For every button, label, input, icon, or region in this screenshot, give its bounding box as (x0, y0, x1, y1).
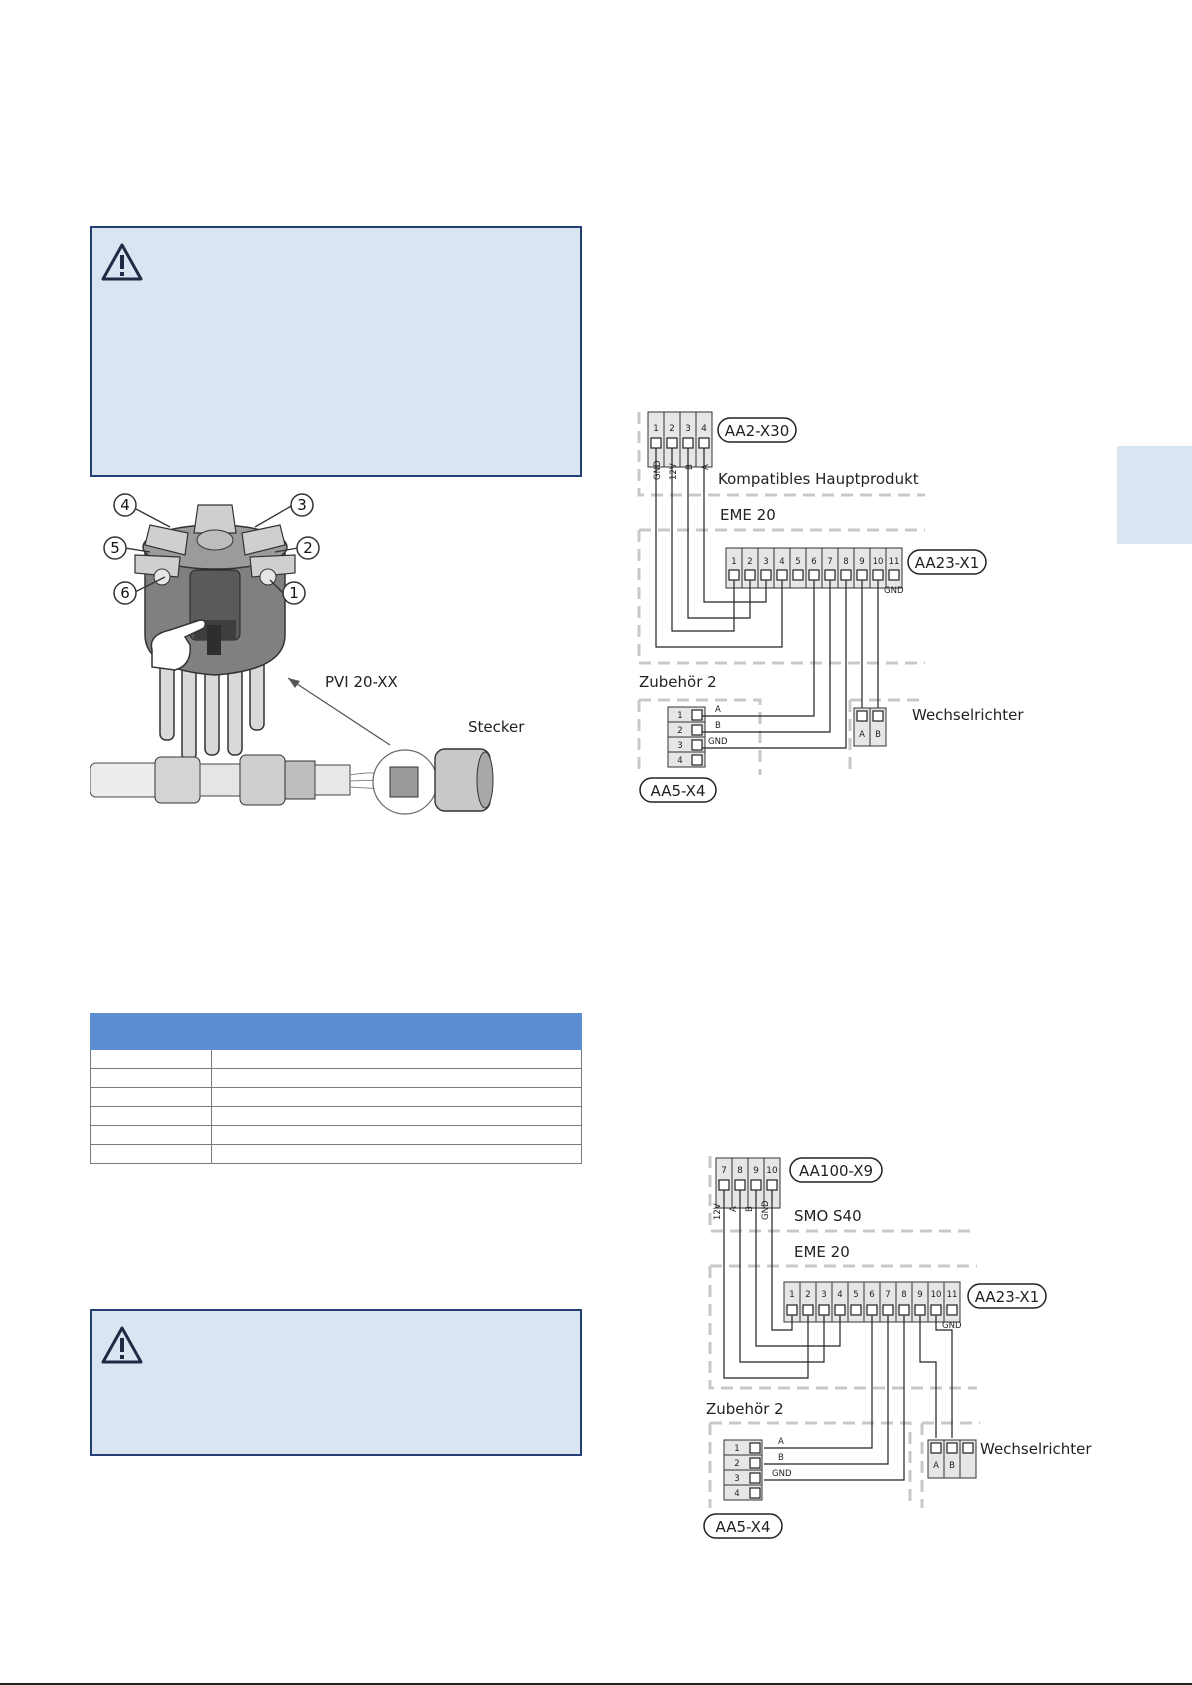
d2-main-pin: 11 (947, 1290, 958, 1300)
d2-accessory-label: Zubehör 2 (706, 1400, 784, 1418)
table-row (90, 1144, 582, 1164)
d2-acc-pin: 1 (734, 1444, 739, 1454)
d1-main-pin: 3 (763, 557, 768, 567)
d1-acc-wire-label: A (715, 705, 721, 715)
d2-module-label: EME 20 (794, 1243, 850, 1261)
d1-top-pin: 1 (653, 424, 659, 434)
d1-main-pin: 2 (747, 557, 752, 567)
table-header-row (90, 1013, 582, 1050)
d1-top-pin-label: GND (653, 460, 663, 480)
table-row (90, 1068, 582, 1088)
d1-main-pin: 8 (843, 557, 848, 567)
callout-6: 6 (120, 584, 130, 602)
d1-gnd-label: GND (884, 586, 904, 596)
d1-main-pin: 6 (811, 557, 816, 567)
d1-inverter-label: Wechselrichter (912, 706, 1024, 724)
d2-inverter-pin: A (933, 1461, 939, 1471)
d1-inverter-pin: B (875, 730, 881, 740)
d2-main-pin: 4 (837, 1290, 842, 1300)
d2-top-pin-label: 12V (713, 1203, 723, 1220)
wiring-diagram-1: 1 2 3 4 GND 12V B A AA2-X30 Kompatibles … (637, 411, 1024, 803)
d1-module-label: EME 20 (720, 506, 776, 524)
connector-illustration: 4 3 5 2 6 1 PVI 20-XX Stecker (90, 493, 525, 815)
d2-main-pin: 9 (917, 1290, 922, 1300)
d2-top-pin-label: GND (761, 1200, 771, 1220)
d2-main-pin: 8 (901, 1290, 906, 1300)
d1-top-pin-label: A (701, 464, 711, 470)
d1-top-pin-label: B (685, 464, 695, 470)
d2-top-pin-label: B (745, 1206, 755, 1212)
d2-top-pin-label: A (729, 1206, 739, 1212)
d1-main-pin: 1 (731, 557, 736, 567)
d2-main-pin: 10 (931, 1290, 942, 1300)
d1-acc-pin: 3 (677, 741, 682, 751)
callout-5: 5 (110, 539, 120, 557)
label-stecker: Stecker (468, 718, 525, 736)
table-row (90, 1125, 582, 1145)
d2-main-connector-label: AA23-X1 (975, 1288, 1040, 1306)
callout-4: 4 (120, 496, 130, 514)
callout-3: 3 (297, 496, 307, 514)
d1-acc-pin: 1 (677, 711, 682, 721)
d2-gnd-label: GND (942, 1321, 962, 1331)
d2-acc-wire-label: B (778, 1453, 784, 1463)
d1-top-pin: 4 (701, 424, 707, 434)
d2-acc-wire-label: GND (772, 1469, 792, 1479)
d1-main-pin: 9 (859, 557, 864, 567)
d2-acc-connector-label: AA5-X4 (716, 1518, 771, 1536)
table-row (90, 1087, 582, 1107)
chapter-side-tab (1117, 446, 1192, 544)
callout-1: 1 (289, 584, 299, 602)
d2-top-connector-label: AA100-X9 (799, 1162, 873, 1180)
d1-main-pin: 5 (795, 557, 800, 567)
warning-icon (101, 243, 143, 281)
d2-main-pin: 1 (789, 1290, 794, 1300)
d2-acc-pin: 2 (734, 1459, 739, 1469)
warning-icon (101, 1326, 143, 1364)
d2-acc-wire-label: A (778, 1437, 784, 1447)
d2-main-pin: 6 (869, 1290, 874, 1300)
d1-main-pin: 11 (889, 557, 900, 567)
d2-acc-pin: 3 (734, 1474, 739, 1484)
wiring-diagram-2: 7 8 9 10 12V A B GND AA100-X9 SMO S40 EM… (703, 1156, 1092, 1539)
d1-top-pin: 3 (685, 424, 691, 434)
d1-acc-connector-label: AA5-X4 (651, 782, 706, 800)
label-pvi: PVI 20-XX (325, 673, 398, 691)
d2-top-pin: 7 (721, 1166, 727, 1176)
d2-top-product-label: SMO S40 (794, 1207, 862, 1225)
d2-top-pin: 10 (766, 1166, 778, 1176)
table-row (90, 1049, 582, 1069)
warning-box-bottom (90, 1309, 582, 1456)
d1-accessory-label: Zubehör 2 (639, 673, 717, 691)
page-bottom-rule (0, 1683, 1192, 1685)
d1-top-pin: 2 (669, 424, 675, 434)
d1-top-connector-label: AA2-X30 (725, 422, 790, 440)
callout-2: 2 (303, 539, 313, 557)
d1-main-pin: 4 (779, 557, 784, 567)
d1-acc-pin: 2 (677, 726, 682, 736)
d1-acc-wire-label: B (715, 721, 721, 731)
d2-main-pin: 2 (805, 1290, 810, 1300)
d2-main-pin: 3 (821, 1290, 826, 1300)
table-row (90, 1106, 582, 1126)
d1-main-pin: 7 (827, 557, 832, 567)
d2-top-pin: 9 (753, 1166, 759, 1176)
d1-main-connector-label: AA23-X1 (915, 554, 980, 572)
d1-inverter-pin: A (859, 730, 865, 740)
d1-acc-wire-label: GND (708, 737, 728, 747)
d1-top-product-label: Kompatibles Hauptprodukt (718, 470, 919, 488)
d2-inverter-label: Wechselrichter (980, 1440, 1092, 1458)
d2-main-pin: 7 (885, 1290, 890, 1300)
d1-main-pin: 10 (873, 557, 884, 567)
d1-top-pin-label: 12V (669, 463, 679, 480)
d1-acc-pin: 4 (677, 756, 682, 766)
d2-inverter-pin: B (949, 1461, 955, 1471)
d2-top-pin: 8 (737, 1166, 743, 1176)
warning-box-top (90, 226, 582, 477)
d2-main-pin: 5 (853, 1290, 858, 1300)
d2-acc-pin: 4 (734, 1489, 739, 1499)
spec-table (90, 1013, 582, 1164)
